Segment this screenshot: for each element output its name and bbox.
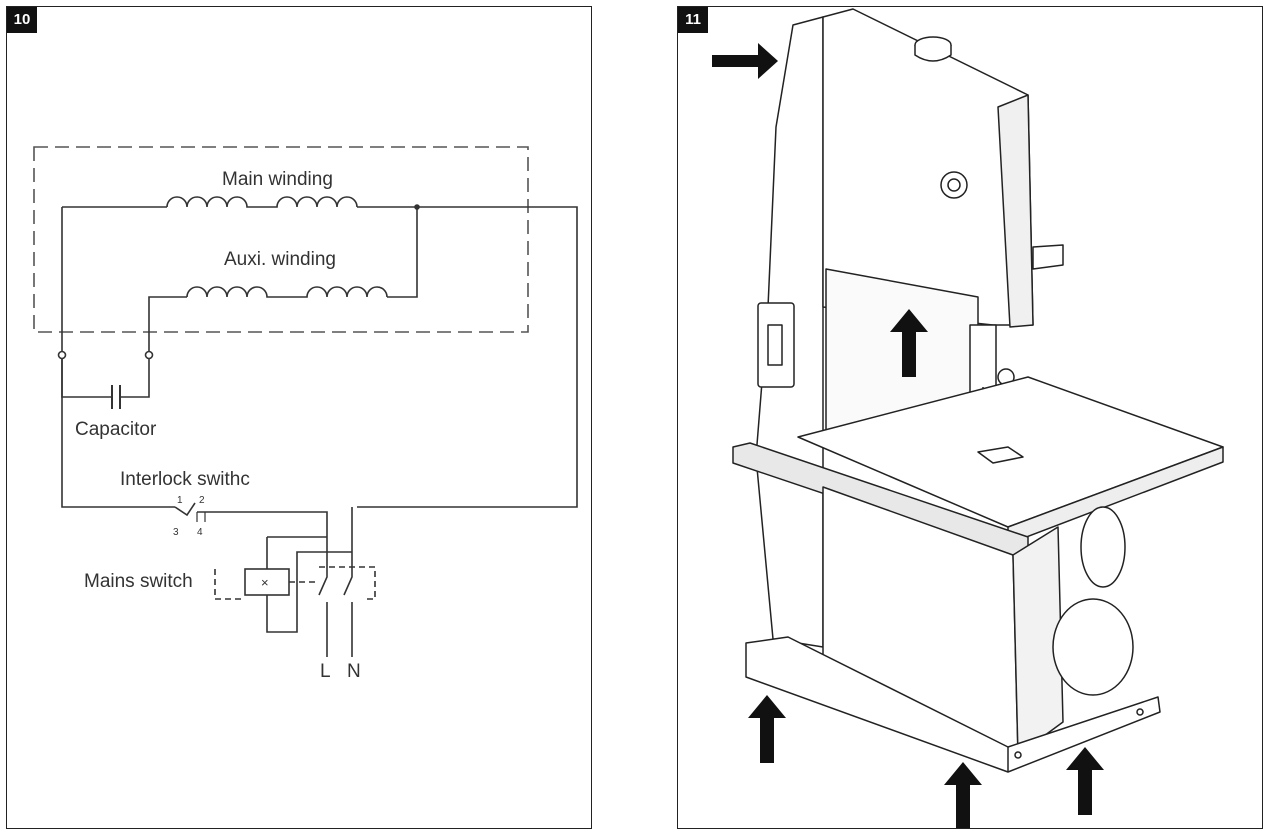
upper-cover-knob-center bbox=[947, 178, 961, 192]
arrow-up-icon bbox=[1066, 747, 1104, 815]
upper-cover-side bbox=[997, 94, 1034, 328]
aux-winding-wire-right bbox=[387, 207, 418, 298]
arrow-up-icon bbox=[890, 309, 928, 377]
wiring-diagram-svg: Main winding Auxi. winding Capacitor Int… bbox=[33, 146, 578, 682]
tension-handle-icon bbox=[1032, 244, 1064, 270]
pin-4-label: 4 bbox=[197, 527, 203, 538]
base-hole-icon bbox=[1014, 751, 1022, 759]
arrow-up-icon bbox=[944, 762, 982, 830]
capacitor-wire-left bbox=[61, 359, 112, 398]
aux-winding-wire-left bbox=[148, 296, 187, 352]
base-plate bbox=[745, 636, 1161, 773]
live-contact bbox=[318, 552, 328, 657]
main-winding-label: Main winding bbox=[222, 169, 333, 190]
motor-housing-icon bbox=[1080, 506, 1126, 588]
mains-switch-dashed-right bbox=[319, 566, 376, 600]
pin-3-label: 3 bbox=[173, 527, 179, 538]
auxi-winding-label: Auxi. winding bbox=[224, 249, 336, 270]
arrow-right-icon bbox=[712, 43, 778, 79]
mains-switch-coil-wires bbox=[266, 537, 352, 633]
terminal-right bbox=[144, 350, 154, 360]
main-wire-left-vertical bbox=[61, 207, 175, 508]
figure-number-badge: 11 bbox=[678, 7, 708, 33]
power-switch-rocker bbox=[767, 324, 783, 366]
arrow-up-icon bbox=[748, 695, 786, 763]
motor-pulley-icon bbox=[1052, 598, 1134, 696]
mains-switch-dashed-left bbox=[214, 569, 319, 600]
neutral-contact bbox=[343, 552, 353, 657]
terminal-left bbox=[57, 350, 67, 360]
figure-11-bandsaw-lifting-points: 11 bbox=[677, 6, 1263, 830]
tension-knob-body bbox=[914, 45, 952, 62]
pin-2-label: 2 bbox=[199, 495, 205, 506]
capacitor-wire-right bbox=[120, 359, 150, 398]
interlock-wire bbox=[207, 511, 328, 552]
coil-mark: × bbox=[261, 575, 269, 590]
main-winding-coil bbox=[166, 196, 358, 208]
live-terminal-label: L bbox=[320, 661, 331, 682]
mains-switch-label: Mains switch bbox=[84, 571, 193, 592]
figure-10-wiring-diagram: 10 bbox=[6, 6, 592, 829]
capacitor-symbol bbox=[111, 385, 121, 409]
interlock-contacts bbox=[196, 512, 206, 522]
interlock-switch-label: Interlock swithc bbox=[120, 469, 250, 490]
motor-boundary bbox=[33, 146, 529, 333]
capacitor-label: Capacitor bbox=[75, 419, 157, 440]
lower-body-side bbox=[1012, 526, 1064, 756]
main-winding-wire-right bbox=[357, 206, 578, 508]
pin-1-label: 1 bbox=[177, 495, 183, 506]
base-hole-icon bbox=[1136, 708, 1144, 716]
table-insert bbox=[977, 446, 1024, 464]
aux-winding-coil bbox=[186, 286, 388, 298]
bandsaw-illustration-svg bbox=[712, 8, 1224, 830]
neutral-terminal-label: N bbox=[347, 661, 361, 682]
figure-number-badge: 10 bbox=[7, 7, 37, 33]
